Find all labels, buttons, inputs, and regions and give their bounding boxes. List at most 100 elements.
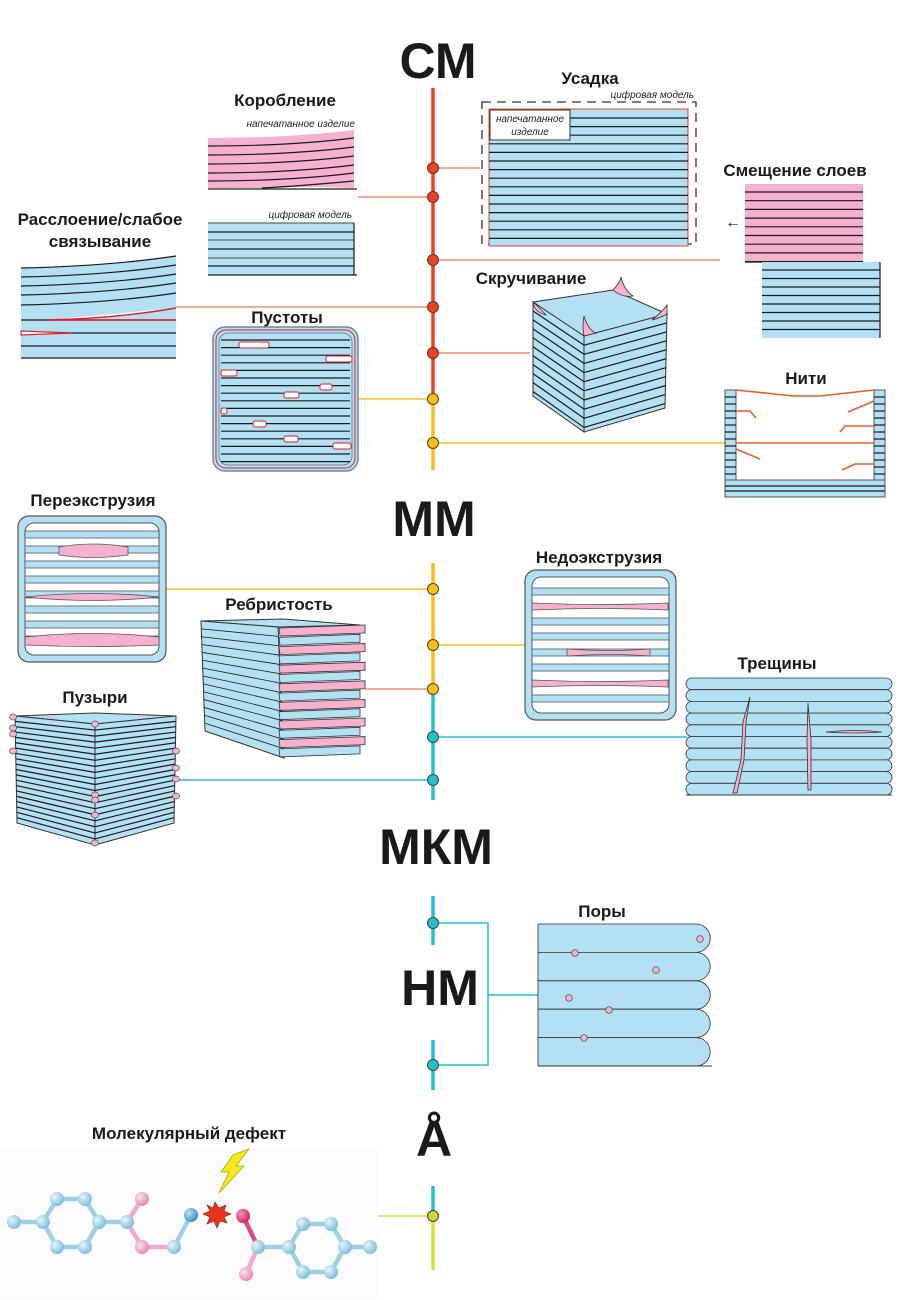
atom: [296, 1217, 310, 1231]
bubble: [172, 775, 180, 783]
layer-line: [532, 382, 585, 419]
bubbles-left-face: [14, 715, 96, 846]
layer-line: [583, 322, 667, 346]
filament-layer: [685, 747, 893, 761]
defect-pores: Поры: [537, 902, 712, 1067]
atom: [135, 1192, 149, 1206]
node-bubbles[interactable]: [427, 774, 439, 786]
rib-slab: [278, 736, 366, 749]
rib-slab: [278, 726, 361, 739]
shrinkage-printed-label-box: [489, 109, 571, 141]
node-molecular[interactable]: [427, 1210, 439, 1222]
cracks-title: Трещины: [737, 654, 816, 673]
layer-line: [204, 707, 283, 731]
node-ribbing[interactable]: [427, 683, 439, 695]
layer-line: [201, 644, 280, 656]
void: [220, 407, 228, 415]
node-twisting[interactable]: [427, 347, 439, 359]
layer-line: [16, 811, 96, 834]
void: [332, 442, 352, 450]
node-pores-bottom[interactable]: [427, 1059, 439, 1071]
layer-line: [202, 675, 282, 693]
layer-line: [94, 806, 175, 828]
shrinkage-printed-note-1: напечатанное: [496, 114, 565, 125]
layer-line: [201, 636, 279, 647]
defect-warping: Коробление напечатанное изделие цифровая…: [207, 91, 357, 276]
node-cracks[interactable]: [427, 731, 439, 743]
layer-line: [15, 747, 96, 761]
layer-line: [94, 731, 176, 743]
over-extrusion-blobs: [24, 543, 160, 647]
stringing-strings: [735, 389, 875, 471]
node-warping[interactable]: [427, 191, 439, 203]
atom: [78, 1240, 92, 1254]
filament-layer: [685, 677, 893, 691]
bubble: [91, 811, 99, 819]
void: [325, 355, 353, 363]
bubble: [172, 747, 180, 755]
bond-break-burst-icon: [202, 1201, 232, 1229]
pores-dots: [565, 935, 704, 1042]
node-pores-top[interactable]: [427, 917, 439, 929]
atom: [282, 1240, 296, 1254]
over-extrusion-title: Переэкструзия: [30, 491, 155, 510]
layer-line: [16, 784, 96, 804]
layer-line: [203, 699, 283, 721]
rib-slab: [278, 698, 366, 711]
rib-slab: [278, 708, 361, 721]
layer-line: [94, 752, 176, 767]
layer-line: [15, 720, 96, 731]
node-under-extrusion[interactable]: [427, 639, 439, 651]
filament-layer: [685, 759, 893, 773]
voids-title: Пустоты: [251, 308, 323, 327]
delamination-crack: [20, 330, 73, 336]
node-delamination[interactable]: [427, 301, 439, 313]
ribbing-title: Ребристость: [225, 595, 332, 614]
rib-slab: [278, 717, 366, 730]
node-layer-shift[interactable]: [427, 254, 439, 266]
atom: [251, 1240, 265, 1254]
atom: [50, 1240, 64, 1254]
filament-layer: [685, 736, 893, 749]
layer-line: [203, 691, 282, 712]
layer-line: [532, 337, 585, 374]
node-stringing[interactable]: [427, 437, 439, 449]
layer-line: [532, 346, 585, 383]
filament-layer: [537, 980, 711, 1010]
layer-line: [532, 364, 585, 401]
scale-label-mm: ММ: [392, 491, 475, 547]
layer-line: [202, 652, 280, 665]
rib-slab: [278, 680, 366, 693]
atom: [338, 1240, 352, 1254]
layer-line: [202, 659, 281, 675]
layer-bar: [531, 632, 670, 641]
node-voids[interactable]: [427, 393, 439, 405]
layer-line: [15, 736, 96, 749]
layer-shift-arrow-icon: ←: [725, 214, 741, 231]
warping-model-note: цифровая модель: [268, 209, 352, 221]
atom: [167, 1240, 181, 1254]
bubble: [9, 724, 17, 732]
layer-line: [94, 742, 176, 755]
layer-line: [94, 720, 176, 731]
pore: [696, 935, 704, 943]
shrinkage-model-outline: [481, 101, 697, 245]
node-shrinkage[interactable]: [427, 162, 439, 174]
node-over-extrusion[interactable]: [427, 583, 439, 595]
defect-over-extrusion: Переэкструзия: [17, 491, 167, 663]
layer-line: [16, 801, 96, 822]
delamination-part: [21, 256, 176, 358]
defect-cracks: Трещины: [685, 654, 893, 796]
warping-printed-part: [208, 130, 354, 188]
layer-line: [15, 742, 96, 755]
layer-line: [94, 774, 176, 792]
defect-stringing: Нити: [724, 369, 886, 498]
layer-line: [16, 795, 96, 816]
layer-line: [204, 722, 284, 750]
rib-slab: [278, 643, 366, 656]
defect-layer-shift: Смещение слоев ←: [723, 161, 881, 338]
layer-line: [583, 349, 667, 374]
void: [283, 435, 299, 443]
defect-twisting: Скручивание: [476, 269, 669, 433]
atom: [184, 1208, 198, 1222]
